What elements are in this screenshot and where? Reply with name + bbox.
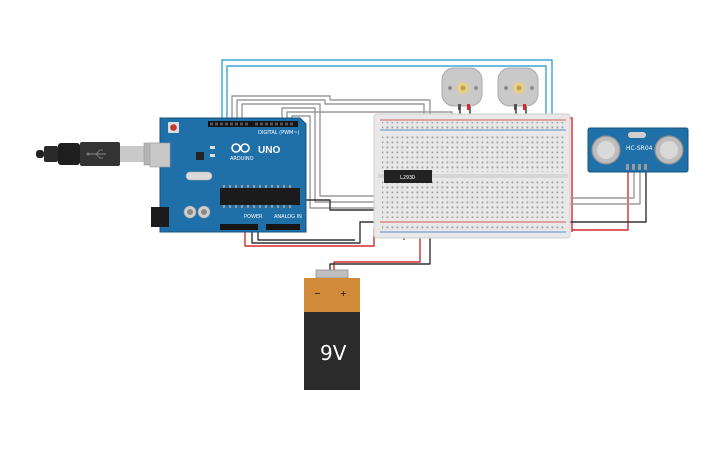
battery-label: 9V bbox=[320, 341, 347, 365]
arduino-model: UNO bbox=[258, 145, 280, 156]
arduino-brand: ARDUINO bbox=[230, 156, 254, 162]
wire-signal-2[interactable] bbox=[236, 99, 425, 142]
atmega-chip bbox=[220, 188, 300, 205]
usb-cable[interactable] bbox=[36, 142, 169, 166]
motor-2[interactable] bbox=[497, 67, 539, 110]
wire-sensor-trig[interactable] bbox=[552, 170, 635, 199]
analog-header-label: ANALOG IN bbox=[274, 214, 302, 220]
battery-minus-sign: − bbox=[314, 289, 321, 298]
motor-1[interactable] bbox=[441, 67, 483, 110]
wire-sensor-gnd[interactable] bbox=[552, 170, 647, 223]
power-header-label: POWER bbox=[244, 214, 263, 220]
arduino-uno[interactable]: DIGITAL (PWM~) ARDUINO UNO bbox=[149, 117, 307, 233]
wire-ground-3[interactable] bbox=[257, 232, 355, 241]
digital-header-label: DIGITAL (PWM~) bbox=[258, 130, 300, 136]
reset-button[interactable] bbox=[170, 124, 177, 131]
infinity-logo-icon bbox=[231, 143, 250, 153]
wire-signal-1[interactable] bbox=[231, 95, 431, 138]
breadboard[interactable]: L293D bbox=[373, 113, 571, 239]
battery-plus-sign: + bbox=[340, 289, 347, 298]
dc-motor-icon bbox=[448, 82, 478, 94]
wire-battery-minus[interactable] bbox=[329, 236, 431, 274]
ultrasonic-sensor[interactable]: HC-SR04 bbox=[587, 127, 689, 173]
sensor-label: HC-SR04 bbox=[626, 145, 653, 152]
motor-driver-chip[interactable] bbox=[384, 170, 432, 183]
dc-motor-icon bbox=[504, 82, 534, 94]
wire-sensor-echo[interactable] bbox=[552, 170, 641, 205]
wire-sensor-vcc[interactable] bbox=[572, 170, 629, 231]
usb-plug-icon bbox=[86, 149, 106, 159]
wire-signal-4[interactable] bbox=[281, 107, 392, 203]
wire-ground-2[interactable] bbox=[251, 221, 380, 244]
digital-header-pins bbox=[210, 122, 293, 126]
ultrasonic-transducer-icon bbox=[591, 135, 621, 165]
battery-9v[interactable]: − + 9V bbox=[304, 269, 360, 390]
wire-battery-plus[interactable] bbox=[333, 236, 421, 274]
ultrasonic-transducer-icon bbox=[654, 135, 684, 165]
motor-driver-chip-label: L293D bbox=[400, 175, 415, 181]
wire-signal-3[interactable] bbox=[241, 103, 388, 197]
